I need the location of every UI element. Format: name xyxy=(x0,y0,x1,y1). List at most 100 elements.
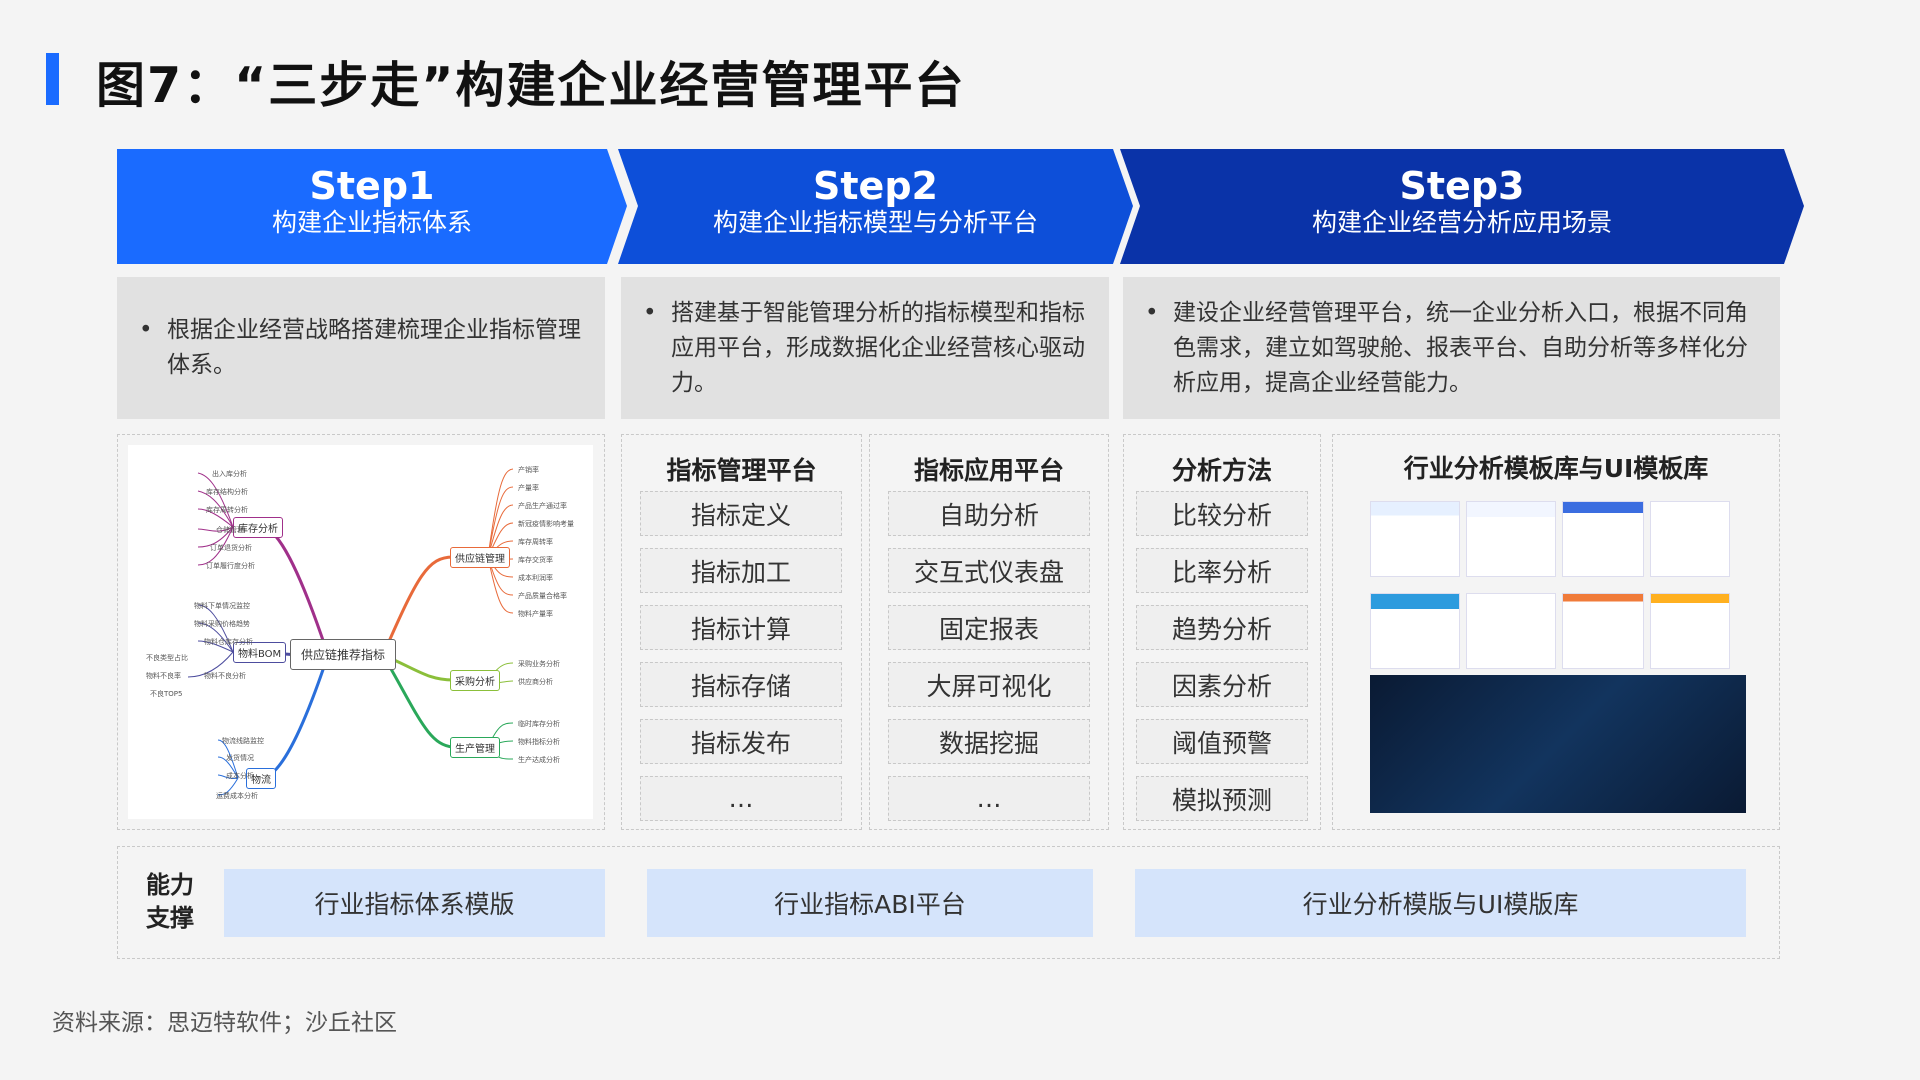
mindmap-leaf: 发货情况 xyxy=(226,754,254,762)
step-2-header: Step2 构建企业指标模型与分析平台 xyxy=(618,149,1133,264)
capability-box: 行业分析模版与UI模版库 xyxy=(1135,869,1746,937)
column-title: 指标管理平台 xyxy=(666,456,817,485)
step-1-description-text: 根据企业经营战略搭建梳理企业指标管理体系。 xyxy=(139,313,591,383)
mindmap-center-node: 供应链推荐指标 xyxy=(290,639,397,670)
step-3-description: 建设企业经营管理平台，统一企业分析入口，根据不同角色需求，建立如驾驶舱、报表平台… xyxy=(1123,277,1780,419)
source-note: 资料来源：思迈特软件；沙丘社区 xyxy=(52,1010,397,1036)
mindmap-leaf: 物料产量率 xyxy=(518,610,553,618)
mindmap-leaf: 运费成本分析 xyxy=(216,792,258,800)
page-title: 图7：“三步走”构建企业经营管理平台 xyxy=(96,57,966,114)
mindmap-leaf: 出入库分析 xyxy=(212,470,247,478)
mindmap-leaf: 物料不良率 xyxy=(146,672,181,680)
dark-dashboard-thumbnail xyxy=(1370,675,1746,813)
step-3-description-text: 建设企业经营管理平台，统一企业分析入口，根据不同角色需求，建立如驾驶舱、报表平台… xyxy=(1145,296,1766,401)
list-item: 模拟预测 xyxy=(1136,776,1308,821)
step-3-name: Step3 xyxy=(1399,164,1525,208)
mindmap-leaf: 成本利润率 xyxy=(518,574,553,582)
step-1-subtitle: 构建企业指标体系 xyxy=(271,208,472,237)
mindmap-panel: 供应链推荐指标 库存分析 物料BOM 物流 供应链管理 采购分析 生产管理 出入… xyxy=(117,434,605,830)
step-1-header: Step1 构建企业指标体系 xyxy=(117,149,627,264)
dashboard-thumbnail xyxy=(1466,593,1556,669)
list-item: … xyxy=(640,776,842,821)
dashboard-thumbnail xyxy=(1650,593,1730,669)
dashboard-thumbnail xyxy=(1370,501,1460,577)
mindmap-leaf: 订单履行度分析 xyxy=(206,562,255,570)
dashboard-thumbnail xyxy=(1562,501,1644,577)
dashboard-thumbnail xyxy=(1466,501,1556,577)
mindmap-leaf: 仓储管理 xyxy=(216,526,244,534)
mindmap-leaf: 物料采购价格趋势 xyxy=(194,620,250,628)
step-2-description: 搭建基于智能管理分析的指标模型和指标应用平台，形成数据化企业经营核心驱动力。 xyxy=(621,277,1109,419)
indicator-management-panel: 指标管理平台 指标定义 指标加工 指标计算 指标存储 指标发布 … xyxy=(621,434,862,830)
mindmap-leaf: 供应商分析 xyxy=(518,678,553,686)
list-item: 指标加工 xyxy=(640,548,842,593)
mindmap-leaf: 库存周转率 xyxy=(518,538,553,546)
list-item: 交互式仪表盘 xyxy=(888,548,1090,593)
list-item: 指标定义 xyxy=(640,491,842,536)
list-item: 大屏可视化 xyxy=(888,662,1090,707)
mindmap-branch-node: 供应链管理 xyxy=(450,547,510,568)
template-library-title: 行业分析模板库与UI模板库 xyxy=(1403,454,1709,483)
analysis-methods-panel: 分析方法 比较分析 比率分析 趋势分析 因素分析 阈值预警 模拟预测 xyxy=(1123,434,1321,830)
list-item: 固定报表 xyxy=(888,605,1090,650)
mindmap-leaf: 临时库存分析 xyxy=(518,720,560,728)
mindmap-branch-node: 采购分析 xyxy=(450,670,500,691)
mindmap-leaf: 物料仓库存分析 xyxy=(204,638,253,646)
mindmap-leaf: 物料指标分析 xyxy=(518,738,560,746)
mindmap-branch-node: 物流 xyxy=(246,768,276,789)
step-3-header: Step3 构建企业经营分析应用场景 xyxy=(1120,149,1804,264)
dashboard-thumbnail xyxy=(1562,593,1644,669)
mindmap-connectors xyxy=(187,468,514,796)
mindmap-leaf: 订单退货分析 xyxy=(210,544,252,552)
mindmap-leaf: 物料下单情况监控 xyxy=(194,602,250,610)
mindmap-leaf: 成本分析 xyxy=(226,772,254,780)
step-1-name: Step1 xyxy=(309,164,435,208)
mindmap-leaf: 库存交货率 xyxy=(518,556,553,564)
title-accent-bar xyxy=(46,53,59,105)
list-item: 数据挖掘 xyxy=(888,719,1090,764)
dashboard-thumbnail xyxy=(1650,501,1730,577)
step-2-name: Step2 xyxy=(813,164,938,208)
list-item: 指标存储 xyxy=(640,662,842,707)
mindmap-leaf: 不良类型占比 xyxy=(146,654,188,662)
mindmap-leaf: 不良TOP5 xyxy=(150,690,183,698)
list-item: 比较分析 xyxy=(1136,491,1308,536)
mindmap-branch-node: 生产管理 xyxy=(450,737,500,758)
mindmap-leaf: 生产达成分析 xyxy=(518,756,560,764)
template-library-panel: 行业分析模板库与UI模板库 xyxy=(1332,434,1780,830)
dashboard-thumbnails xyxy=(1370,501,1746,813)
capability-label: 能力支撑 xyxy=(146,871,194,932)
step-2-arrow-shape xyxy=(618,149,1133,264)
dashboard-thumbnail xyxy=(1370,593,1460,669)
list-item: 趋势分析 xyxy=(1136,605,1308,650)
mindmap-branch-node: 库存分析 xyxy=(233,517,283,538)
mindmap-leaf: 产品质量合格率 xyxy=(518,592,567,600)
column-title: 指标应用平台 xyxy=(913,456,1064,485)
mindmap-branch-node: 物料BOM xyxy=(233,642,287,663)
list-item: 阈值预警 xyxy=(1136,719,1308,764)
indicator-application-panel: 指标应用平台 自助分析 交互式仪表盘 固定报表 大屏可视化 数据挖掘 … xyxy=(869,434,1109,830)
step-2-subtitle: 构建企业指标模型与分析平台 xyxy=(712,208,1038,237)
capability-box: 行业指标ABI平台 xyxy=(647,869,1093,937)
capability-box: 行业指标体系模版 xyxy=(224,869,605,937)
list-item: 比率分析 xyxy=(1136,548,1308,593)
mindmap-leaf: 新冠疫情影响考量 xyxy=(518,520,574,528)
step-3-arrow-shape xyxy=(1120,149,1804,264)
mindmap-leaf: 采购业务分析 xyxy=(518,660,560,668)
mindmap-leaf: 库存周转分析 xyxy=(206,506,248,514)
step-2-description-text: 搭建基于智能管理分析的指标模型和指标应用平台，形成数据化企业经营核心驱动力。 xyxy=(643,296,1095,401)
mindmap-leaf: 产品生产通过率 xyxy=(518,502,567,510)
list-item: 因素分析 xyxy=(1136,662,1308,707)
mindmap-image: 供应链推荐指标 库存分析 物料BOM 物流 供应链管理 采购分析 生产管理 出入… xyxy=(128,445,593,819)
list-item: … xyxy=(888,776,1090,821)
list-item: 指标计算 xyxy=(640,605,842,650)
mindmap-leaf: 物流线路监控 xyxy=(222,737,264,745)
column-title: 分析方法 xyxy=(1171,456,1272,485)
step-1-arrow-shape xyxy=(117,149,627,264)
list-item: 自助分析 xyxy=(888,491,1090,536)
step-1-description: 根据企业经营战略搭建梳理企业指标管理体系。 xyxy=(117,277,605,419)
mindmap-leaf: 库存结构分析 xyxy=(206,488,248,496)
mindmap-leaf: 产销率 xyxy=(518,466,539,474)
mindmap-leaf: 产量率 xyxy=(518,484,539,492)
list-item: 指标发布 xyxy=(640,719,842,764)
